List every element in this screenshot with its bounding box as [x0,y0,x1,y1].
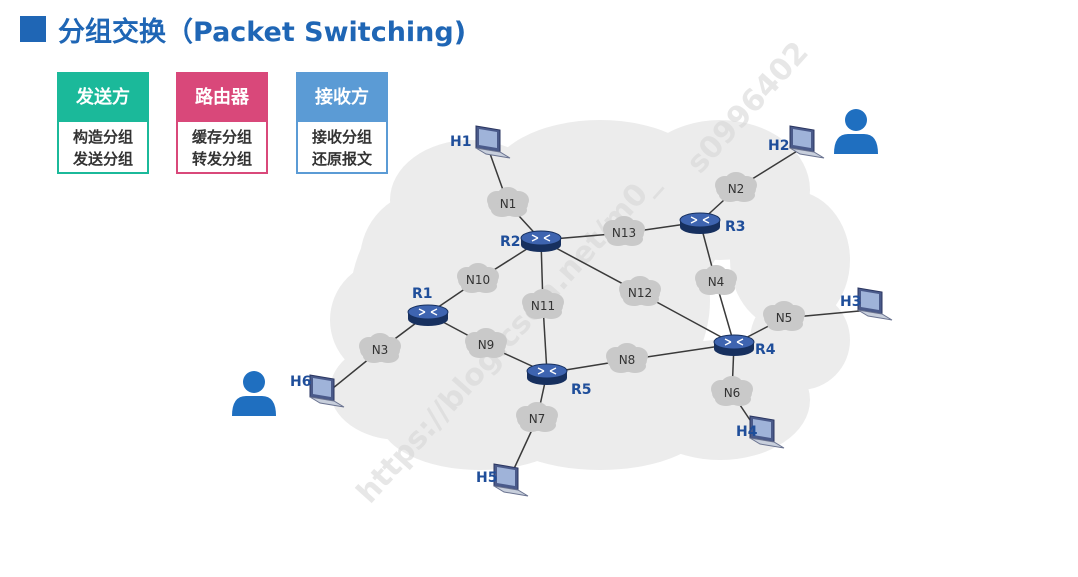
host-label: H3 [840,294,861,310]
sender-role-line: 构造分组 [72,128,133,146]
network-label: N6 [724,386,741,400]
network-n5: N5 [763,301,805,331]
network-n10: N10 [457,263,499,293]
router-role-header: 路由器 [178,74,266,122]
network-n1: N1 [487,187,529,217]
host-label: H2 [768,138,789,154]
internet-cloud-background [330,120,850,470]
network-n6: N6 [711,376,753,406]
host-label: H1 [450,134,471,150]
receiver-role-card: 接收方 接收分组 还原报文 [296,72,388,174]
network-label: N3 [372,343,389,357]
sender-role-header: 发送方 [59,74,147,122]
router-r2 [520,230,562,252]
network-n13: N13 [603,216,645,246]
page-title: 分组交换（Packet Switching) [58,17,467,48]
network-n3: N3 [359,333,401,363]
network-label: N9 [478,338,495,352]
router-label: R4 [755,342,776,358]
network-n12: N12 [619,276,661,306]
router-label: R3 [725,219,746,235]
sender-user-icon [232,371,276,416]
receiver-user-icon [834,109,878,154]
router-role-line: 缓存分组 [191,128,252,146]
router-label: R2 [500,234,521,250]
router-r1 [407,304,449,326]
network-label: N10 [466,273,490,287]
network-label: N1 [500,197,517,211]
router-r3 [679,212,721,234]
router-role-card: 路由器 缓存分组 转发分组 [176,72,268,174]
router-label: R5 [571,382,592,398]
title-marker [20,16,46,42]
network-n2: N2 [715,172,757,202]
network-label: N11 [531,299,555,313]
network-label: N2 [728,182,745,196]
sender-role-card: 发送方 构造分组 发送分组 [57,72,149,174]
network-n8: N8 [606,343,648,373]
network-label: N4 [708,275,725,289]
network-n4: N4 [695,265,737,295]
network-label: N5 [776,311,793,325]
network-n9: N9 [465,328,507,358]
host-label: H5 [476,470,497,486]
network-label: N13 [612,226,636,240]
router-label: R1 [412,286,433,302]
laptop-icon [493,463,529,497]
router-r4 [713,334,755,356]
network-n7: N7 [516,402,558,432]
router-role-line: 转发分组 [191,150,252,168]
network-label: N7 [529,412,546,426]
laptop-icon [857,287,893,321]
network-label: N12 [628,286,652,300]
network-n11: N11 [522,289,564,319]
sender-role-line: 发送分组 [72,150,133,168]
host-label: H6 [290,374,311,390]
router-r5 [526,363,568,385]
receiver-role-header: 接收方 [298,74,386,122]
receiver-role-line: 接收分组 [311,128,372,146]
network-label: N8 [619,353,636,367]
receiver-role-line: 还原报文 [311,150,372,168]
host-label: H4 [736,424,758,440]
